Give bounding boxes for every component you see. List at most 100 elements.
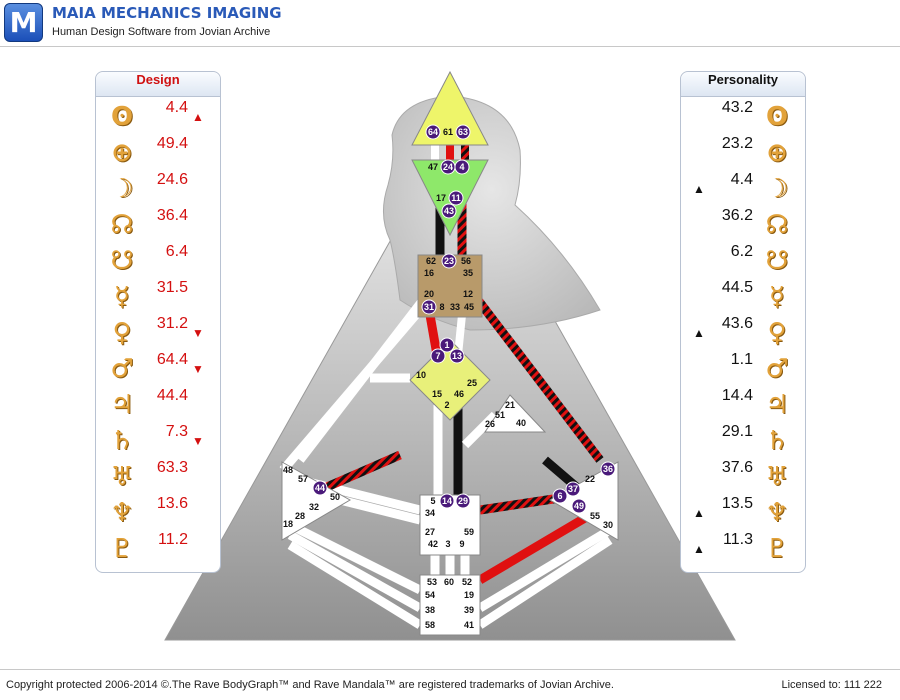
venus-icon: ♀ — [767, 318, 787, 348]
direction-arrow: ▲ — [693, 542, 705, 556]
gate-5: 5 — [430, 496, 435, 506]
gate-64: 64 — [428, 127, 438, 137]
activation-value: 1.1 — [730, 351, 753, 368]
gate-highlight-43 — [441, 203, 457, 219]
gate-highlight-37 — [565, 481, 581, 497]
design-header: Design — [96, 72, 220, 97]
direction-arrow: ▼ — [192, 434, 204, 448]
activation-value: 4.4 — [165, 99, 188, 116]
license-text: Licensed to: 111 222 — [781, 679, 882, 691]
neptune-icon: ♆ — [765, 498, 789, 528]
activation-row: ⊕23.2 — [681, 135, 805, 171]
activation-row: ☽24.6 — [96, 171, 220, 207]
gate-highlight-11 — [448, 190, 464, 206]
gate-highlight-4 — [454, 159, 470, 175]
activation-value: 6.4 — [165, 243, 188, 260]
activation-row: ☿31.5 — [96, 279, 220, 315]
activation-value: 13.6 — [156, 495, 188, 512]
moon-icon: ☽ — [765, 174, 789, 204]
gate-21: 21 — [505, 400, 515, 410]
gate-37: 37 — [568, 484, 578, 494]
activation-row: ♃14.4 — [681, 387, 805, 423]
gate-2: 2 — [444, 400, 449, 410]
app-subtitle: Human Design Software from Jovian Archiv… — [52, 26, 271, 38]
gate-29: 29 — [458, 496, 468, 506]
activation-value: 31.2 — [156, 315, 188, 332]
copyright-text: Copyright protected 2006-2014 ©.The Rave… — [6, 679, 614, 691]
gate-63: 63 — [458, 127, 468, 137]
gate-18: 18 — [283, 519, 293, 529]
gate-highlight-64 — [425, 124, 441, 140]
activation-value: 13.5 — [721, 495, 753, 512]
gate-27: 27 — [425, 527, 435, 537]
gate-highlight-44 — [312, 480, 328, 496]
gate-40: 40 — [516, 418, 526, 428]
activation-value: 37.6 — [721, 459, 753, 476]
personality-header: Personality — [681, 72, 805, 97]
app-header: M MAIA MECHANICS IMAGING Human Design So… — [0, 0, 900, 47]
gate-62: 62 — [426, 256, 436, 266]
gate-44: 44 — [315, 483, 325, 493]
activation-row: ☋ 6.2 — [681, 243, 805, 279]
pluto-icon: ♇ — [765, 534, 789, 564]
uranus-icon: ♅ — [765, 462, 789, 492]
activation-row: ♄29.1 — [681, 423, 805, 459]
activation-value: 6.2 — [730, 243, 753, 260]
gate-59: 59 — [464, 527, 474, 537]
south-node-icon: ☋ — [765, 246, 789, 276]
activation-value: 36.2 — [721, 207, 753, 224]
direction-arrow: ▲ — [693, 326, 705, 340]
gate-22: 22 — [585, 474, 595, 484]
activation-value: 11.3 — [723, 531, 753, 548]
gate-highlight-7 — [430, 348, 446, 364]
gate-33: 33 — [450, 302, 460, 312]
activation-value: 24.6 — [156, 171, 188, 188]
gate-highlight-29 — [455, 493, 471, 509]
gate-46: 46 — [454, 389, 464, 399]
gate-19: 19 — [464, 590, 474, 600]
direction-arrow: ▼ — [192, 326, 204, 340]
gate-54: 54 — [425, 590, 435, 600]
head-silhouette — [383, 95, 601, 331]
activation-row: ♄7.3▼ — [96, 423, 220, 459]
gate-51: 51 — [495, 410, 505, 420]
activation-value: 64.4 — [156, 351, 188, 368]
gate-highlight-13 — [449, 348, 465, 364]
gate-highlight-63 — [455, 124, 471, 140]
gate-35: 35 — [463, 268, 473, 278]
gate-42: 42 — [428, 539, 438, 549]
activation-value: 63.3 — [156, 459, 188, 476]
root-center — [419, 574, 481, 636]
activation-row: ♆13.6 — [96, 495, 220, 531]
gate-17: 17 — [436, 193, 446, 203]
activation-row: ☽4.4▲ — [681, 171, 805, 207]
direction-arrow: ▲ — [192, 110, 204, 124]
activation-row: ♇ 11.3 ▲ — [681, 531, 805, 567]
gate-highlight-1 — [439, 337, 455, 353]
sun-icon: ʘ — [110, 102, 134, 132]
gate-32: 32 — [309, 502, 319, 512]
mars-icon: ♂ — [765, 354, 789, 384]
activation-value: 43.6 — [721, 315, 753, 332]
activation-value: 29.1 — [721, 423, 753, 440]
direction-arrow: ▲ — [693, 182, 705, 196]
gate-56: 56 — [461, 256, 471, 266]
activation-row: ʘ 4.4 ▲ — [96, 99, 220, 135]
north-node-icon: ☊ — [765, 210, 789, 240]
direction-arrow: ▼ — [192, 362, 204, 376]
activation-row: ♂ 1.1 — [681, 351, 805, 387]
activation-value: 44.5 — [721, 279, 753, 296]
mercury-icon: ☿ — [114, 282, 130, 312]
gate-26: 26 — [485, 419, 495, 429]
gate-20: 20 — [424, 289, 434, 299]
gate-15: 15 — [432, 389, 442, 399]
gate-4: 4 — [459, 162, 464, 172]
gate-34: 34 — [425, 508, 435, 518]
activation-value: 43.2 — [721, 99, 753, 116]
gate-58: 58 — [425, 620, 435, 630]
gate-36: 36 — [603, 464, 613, 474]
gate-31: 31 — [424, 302, 434, 312]
